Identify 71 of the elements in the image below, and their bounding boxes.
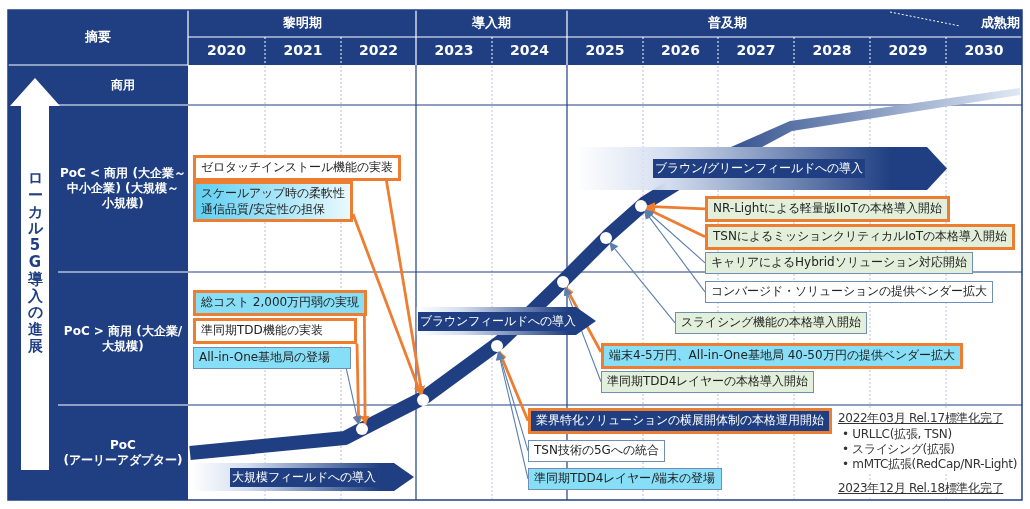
callout-text: NR-Lightによる軽量版IIoTの本格導入開始: [713, 201, 942, 217]
callout-box: [705, 224, 1016, 250]
callout-box: [193, 181, 353, 223]
callout-text: ゼロタッチインストール機能の実装: [201, 160, 393, 176]
callout-text: コンバージド・ソリューションの提供ベンダー拡大: [711, 284, 987, 300]
callout-box: [601, 343, 963, 369]
callout-text: TSN技術の5Gへの統合: [534, 443, 659, 459]
callout-box: [705, 281, 993, 303]
callout-text: 総コスト 2,000万円弱の実現: [201, 295, 359, 311]
year-label: 2020: [207, 42, 246, 60]
year-label: 2024: [510, 42, 549, 60]
callout-text: スケールアップ時の柔軟性通信品質/安定性の担保: [201, 186, 345, 218]
callout-text: TSNによるミッションクリティカルIoTの本格導入開始: [713, 229, 1008, 245]
year-label: 2021: [283, 42, 323, 60]
row-label: PoC (アーリーアダプター): [62, 437, 184, 468]
year-label: 2030: [964, 42, 1004, 60]
year-label: 2027: [736, 42, 776, 60]
leader-arrow: [498, 350, 530, 422]
callout-box: [193, 155, 401, 181]
callout-box: [705, 196, 950, 222]
header-label: 黎明期: [282, 15, 322, 32]
band-label: ブラウン/グリーンフィールドへの導入: [653, 159, 866, 178]
leader-arrow: [646, 202, 706, 212]
callout-text: キャリアによるHybridソリューション対応開始: [711, 255, 967, 271]
callout-box: [193, 347, 351, 369]
callout-box: [601, 371, 815, 393]
row-label: PoC < 商用 (大企業～中小企業) (大規模～小規模): [59, 166, 187, 211]
leader-arrow: [354, 343, 364, 425]
callout-text: 業界特化ソリューションの横展開体制の本格運用開始: [536, 413, 824, 429]
callout-text: 準同期TDD機能の実装: [201, 323, 324, 339]
header-label: 成熟期: [981, 15, 1020, 32]
progress-arrow: [10, 78, 60, 470]
callout-box: [675, 312, 867, 334]
leader-arrow: [609, 242, 676, 324]
callout-text: 準同期TDD4レイヤーの本格導入開始: [607, 374, 809, 390]
callout-box: [193, 318, 357, 344]
note-text: • mMTC拡張(RedCap/NR-Light): [842, 456, 1018, 473]
note-text: 2022年03月 Rel.17標準化完了: [838, 410, 1004, 427]
note-text: 2023年12月 Rel.18標準化完了: [838, 480, 1004, 497]
year-label: 2028: [812, 42, 852, 60]
leader-arrow: [496, 350, 529, 452]
leader-arrow: [345, 368, 362, 425]
leader-arrow: [644, 210, 706, 293]
leader-arrow: [644, 209, 706, 264]
callout-box: [193, 290, 367, 316]
year-label: 2023: [434, 42, 474, 60]
year-label: 2029: [888, 42, 928, 60]
row-label: PoC > 商用 (大企業/大規模): [62, 323, 184, 354]
callout-box: [528, 440, 665, 462]
year-label: 2022: [359, 42, 398, 60]
year-label: 2025: [585, 42, 625, 60]
leader-arrow: [385, 180, 426, 395]
callout-box: [528, 468, 722, 490]
header-label: 普及期: [707, 15, 747, 32]
header-label: 摘要: [85, 29, 111, 46]
year-label: 2026: [661, 42, 700, 60]
callout-text: All-in-One基地局の登場: [199, 350, 332, 366]
callout-text: 端末4-5万円、All-in-One基地局 40-50万円の提供ベンダー拡大: [609, 348, 955, 364]
callout-box: [705, 252, 973, 274]
row-label: 商用: [111, 77, 135, 93]
callout-text: 準同期TDD4レイヤー/端末の登場: [534, 471, 716, 487]
leader-arrow: [645, 207, 706, 239]
progress-label: ローカル5G導入の進展: [27, 170, 43, 355]
leader-arrow: [360, 315, 370, 425]
leader-arrow: [351, 213, 423, 396]
band-label: ブラウンフィールドへの導入: [418, 311, 578, 331]
leader-arrow: [495, 350, 529, 480]
callout-text: スライシング機能の本格導入開始: [681, 315, 861, 331]
header-label: 導入期: [472, 15, 511, 32]
band-label: 大規模フィールドへの導入: [230, 467, 378, 487]
callout-box: [528, 408, 832, 434]
